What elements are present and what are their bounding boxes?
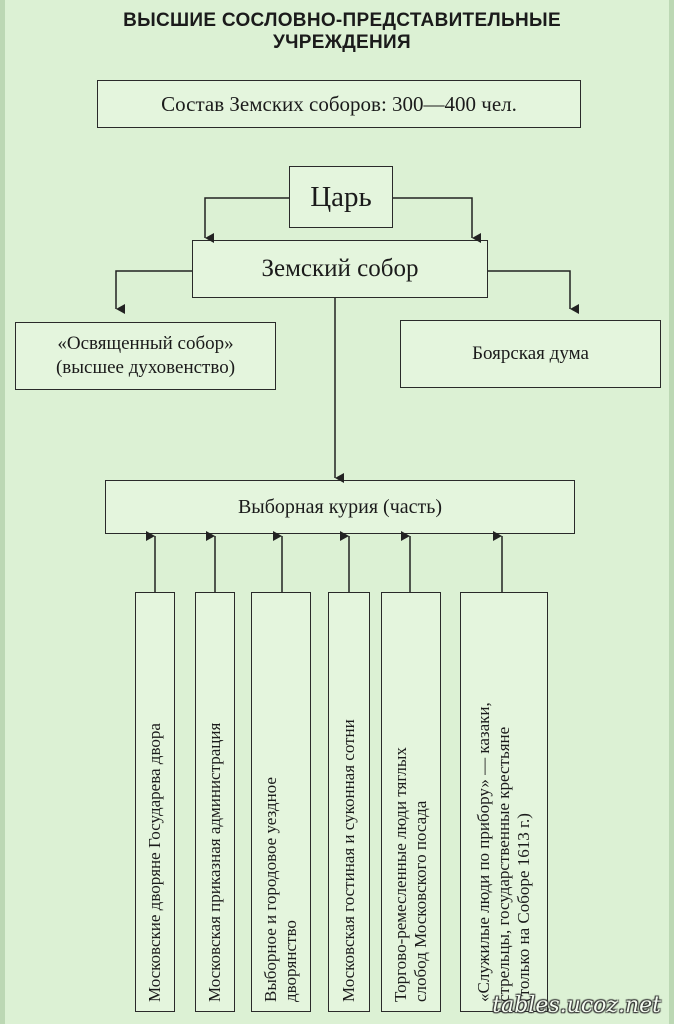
group-box-5: Торгово-ремесленные люди тяглых слобод М… — [381, 592, 441, 1012]
zemsky-sobor-box: Земский собор — [192, 240, 488, 298]
composition-box: Состав Земских соборов: 300—400 чел. — [97, 80, 581, 128]
zemsky-sobor-text: Земский собор — [261, 255, 419, 282]
group-box-4: Московская гостиная и суконная сотни — [328, 592, 370, 1012]
holy-council-line-2: (высшее духовенство) — [55, 357, 236, 378]
group-5-line-2: слобод Московского посада — [411, 800, 430, 1002]
group-6-line-2: стрельцы, государственные крестьяне — [494, 726, 513, 1002]
group-6-line-3: (только на Соборе 1613 г.) — [514, 813, 533, 1002]
group-6-line-1: «Служилые люди по прибору» — казаки, — [474, 702, 493, 1002]
group-5-text: Торгово-ремесленные люди тяглых слобод М… — [391, 602, 431, 1002]
arrow-to-holy-council — [115, 270, 192, 314]
arrow-tsar-right — [393, 197, 481, 243]
boyar-duma-box: Боярская дума — [400, 320, 661, 388]
elective-curia-text: Выборная курия (часть) — [237, 495, 443, 518]
title-line-2: УЧРЕЖДЕНИЯ — [273, 32, 411, 53]
group-3-line-2: дворянство — [281, 920, 300, 1002]
tsar-box: Царь — [289, 166, 393, 228]
group-5-line-1: Торгово-ремесленные люди тяглых — [391, 747, 410, 1002]
holy-council-box: «Освященный собор» (высшее духовенство) — [15, 322, 276, 390]
watermark: tables.ucoz.net — [492, 993, 661, 1018]
arrow-tsar-left — [204, 197, 289, 243]
group-box-6: «Служилые люди по прибору» — казаки, стр… — [460, 592, 548, 1012]
arrow-to-boyar-duma — [488, 270, 579, 314]
elective-curia-box: Выборная курия (часть) — [105, 480, 575, 534]
title-line-1: ВЫСШИЕ СОСЛОВНО-ПРЕДСТАВИТЕЛЬНЫЕ — [123, 10, 561, 31]
group-2-line-1: Московская приказная администрация — [205, 722, 224, 1002]
group-3-text: Выборное и городовое уездное дворянство — [261, 602, 301, 1002]
group-1-text: Московские дворяне Государева двора — [145, 602, 165, 1002]
group-6-text: «Служилые люди по прибору» — казаки, стр… — [474, 602, 534, 1002]
group-box-2: Московская приказная администрация — [195, 592, 235, 1012]
group-box-3: Выборное и городовое уездное дворянство — [251, 592, 311, 1012]
boyar-duma-text: Боярская дума — [472, 343, 589, 364]
group-4-text: Московская гостиная и суконная сотни — [339, 602, 359, 1002]
holy-council-line-1: «Освященный собор» — [57, 333, 234, 354]
tsar-text: Царь — [310, 180, 372, 213]
group-3-line-1: Выборное и городовое уездное — [261, 777, 280, 1002]
group-2-text: Московская приказная администрация — [205, 602, 225, 1002]
group-1-line-1: Московские дворяне Государева двора — [145, 723, 164, 1002]
group-4-line-1: Московская гостиная и суконная сотни — [339, 719, 358, 1002]
connector-lines — [115, 197, 579, 592]
group-box-1: Московские дворяне Государева двора — [135, 592, 175, 1012]
composition-text: Состав Земских соборов: 300—400 чел. — [161, 91, 517, 116]
diagram-title: ВЫСШИЕ СОСЛОВНО-ПРЕДСТАВИТЕЛЬНЫЕ УЧРЕЖДЕ… — [45, 10, 639, 54]
